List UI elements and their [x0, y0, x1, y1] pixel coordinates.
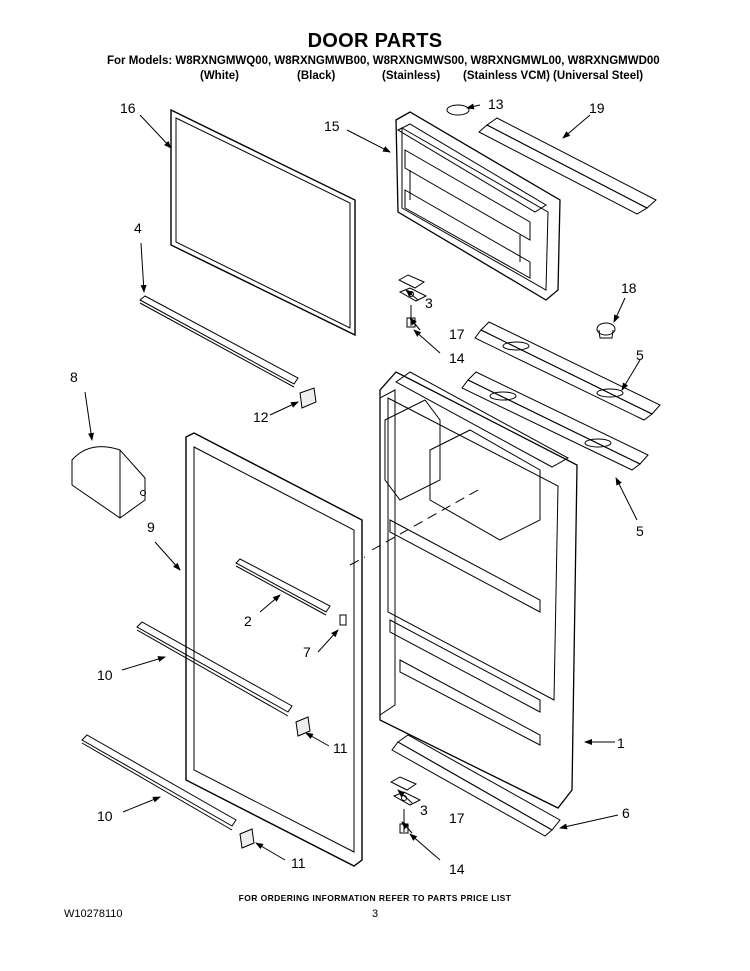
- finish-stainless: (Stainless): [382, 70, 441, 82]
- callout-7: 7: [303, 644, 311, 660]
- callout-5: 5: [636, 347, 644, 363]
- part-lower-hinge-assembly: [389, 776, 422, 834]
- part-fresh-food-door: [379, 371, 578, 809]
- callout-16: 16: [120, 100, 136, 116]
- page-number: 3: [372, 908, 379, 920]
- finish-stainless-vcm: (Stainless VCM): [463, 70, 550, 82]
- callout-9: 9: [147, 519, 155, 535]
- part-door-handle-lower: [461, 371, 649, 471]
- callout-15: 15: [324, 118, 340, 134]
- callout-10: 10: [97, 808, 113, 824]
- part-freezer-door: [395, 111, 561, 301]
- callout-5: 5: [636, 523, 644, 539]
- callout-4: 4: [134, 220, 142, 236]
- callout-2: 2: [244, 613, 252, 629]
- part-fresh-food-strip: [235, 558, 331, 616]
- part-freezer-handle-trim: [478, 117, 657, 215]
- callout-13: 13: [488, 96, 504, 112]
- finish-black: (Black): [297, 70, 336, 82]
- part-door-handle-upper: [474, 321, 661, 421]
- callout-12: 12: [253, 409, 269, 425]
- part-door-bottom-trim: [391, 734, 561, 837]
- finish-universal-steel: (Universal Steel): [553, 70, 644, 82]
- callout-17: 17: [449, 326, 465, 342]
- callout-18: 18: [621, 280, 637, 296]
- part-hinge-hole-plug: [596, 322, 616, 339]
- document-number: W10278110: [64, 908, 123, 920]
- callout-10: 10: [97, 667, 113, 683]
- models-line: For Models: W8RXNGMWQ00, W8RXNGMWB00, W8…: [107, 55, 660, 67]
- callout-8: 8: [70, 369, 78, 385]
- part-fresh-food-door-gasket: [185, 432, 363, 867]
- part-freezer-door-gasket: [170, 108, 356, 337]
- part-strip-end-cap-lower: [239, 828, 255, 849]
- part-door-strip-upper: [136, 621, 293, 717]
- part-strip-clip: [339, 614, 347, 626]
- part-dairy-compartment: [71, 446, 146, 519]
- part-freezer-door-strip: [139, 295, 299, 388]
- ordering-note: FOR ORDERING INFORMATION REFER TO PARTS …: [238, 893, 512, 903]
- part-upper-hinge-assembly: [397, 274, 428, 328]
- callout-19: 19: [589, 100, 605, 116]
- callout-3: 3: [420, 802, 428, 818]
- page-title: DOOR PARTS: [307, 30, 443, 52]
- callout-14: 14: [449, 861, 465, 877]
- part-door-strip-lower: [81, 734, 237, 831]
- part-freezer-strip-end-cap: [299, 387, 317, 409]
- callout-14: 14: [449, 350, 465, 366]
- part-door-plug: [446, 104, 470, 116]
- callout-17: 17: [449, 810, 465, 826]
- callout-6: 6: [622, 805, 630, 821]
- callout-11: 11: [333, 740, 348, 756]
- callout-3: 3: [425, 295, 433, 311]
- callout-11: 11: [291, 855, 306, 871]
- callout-1: 1: [617, 735, 625, 751]
- finish-white: (White): [200, 70, 239, 82]
- part-strip-end-cap-upper: [295, 716, 311, 737]
